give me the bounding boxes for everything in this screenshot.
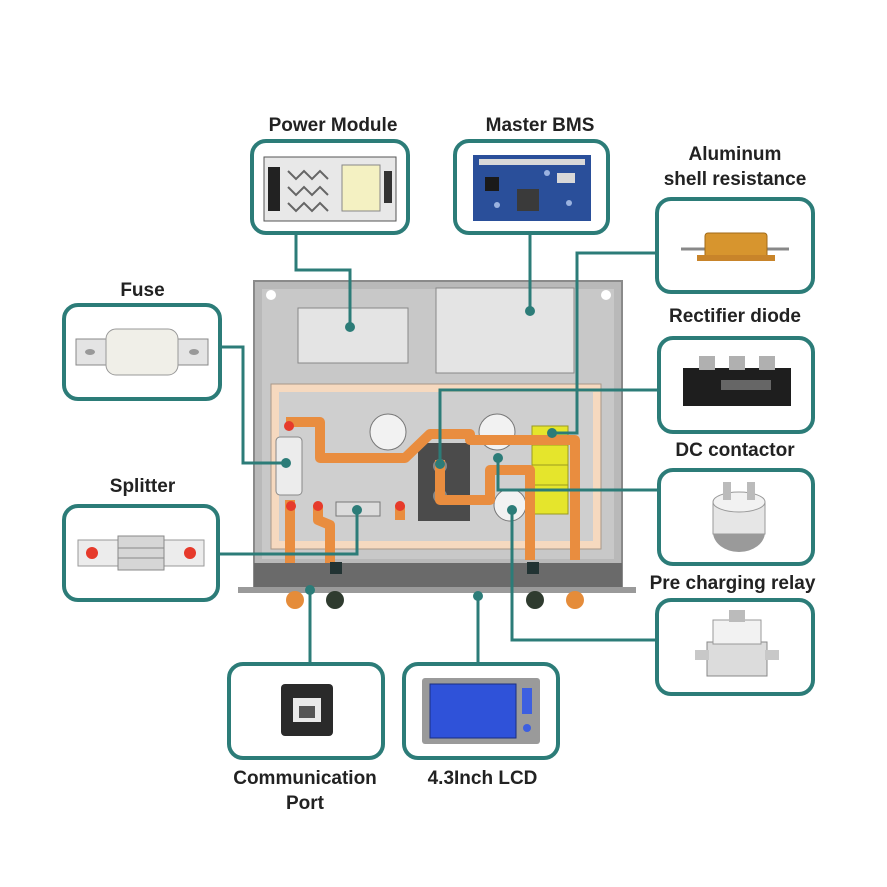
power-module-box	[250, 139, 410, 235]
relay-icon	[695, 610, 779, 677]
aluminum-shell-resistance-label: Aluminum shell resistance	[640, 142, 830, 192]
contactor-icon	[712, 482, 766, 552]
rectifier-diode-box	[657, 336, 815, 434]
callout-connectors	[219, 233, 657, 662]
lcd-screen-icon	[422, 678, 540, 744]
aluminum-shell-resistance-label-line1: Aluminum	[688, 144, 782, 165]
splitter-label: Splitter	[109, 476, 176, 497]
communication-port-label: Communication Port	[205, 766, 405, 816]
lcd-box	[402, 662, 560, 760]
master-bms-label: Master BMS	[485, 115, 595, 136]
fuse-box	[62, 303, 222, 401]
pre-charging-relay-box	[655, 598, 815, 696]
master-bms-box	[453, 139, 610, 235]
power-module-icon	[263, 156, 397, 222]
communication-port-label-line1: Communication	[233, 768, 377, 789]
ethernet-port-icon	[281, 684, 333, 736]
rectifier-diode-label: Rectifier diode	[669, 306, 801, 327]
power-module-plate	[297, 307, 409, 364]
bms-board-icon	[473, 155, 591, 221]
communication-port-box	[227, 662, 385, 760]
splitter-box	[62, 504, 220, 602]
communication-port-label-line2: Port	[286, 793, 324, 814]
lcd-label: 4.3Inch LCD	[427, 768, 538, 789]
diode-module-icon	[683, 356, 791, 406]
dc-contactor-box	[657, 468, 815, 566]
pre-charging-relay-label: Pre charging relay	[649, 573, 816, 594]
fuse-icon	[75, 328, 209, 376]
resistor-icon	[681, 232, 789, 261]
dc-contactor-label: DC contactor	[675, 440, 795, 461]
callout-dots	[281, 306, 557, 601]
aluminum-shell-resistance-label-line2: shell resistance	[663, 169, 807, 190]
fuse-label: Fuse	[120, 280, 165, 301]
shunt-icon	[77, 535, 205, 571]
power-module-label: Power Module	[268, 115, 398, 136]
bms-plate	[435, 287, 575, 374]
front-panel	[254, 563, 622, 587]
aluminum-shell-resistance-box	[655, 197, 815, 294]
